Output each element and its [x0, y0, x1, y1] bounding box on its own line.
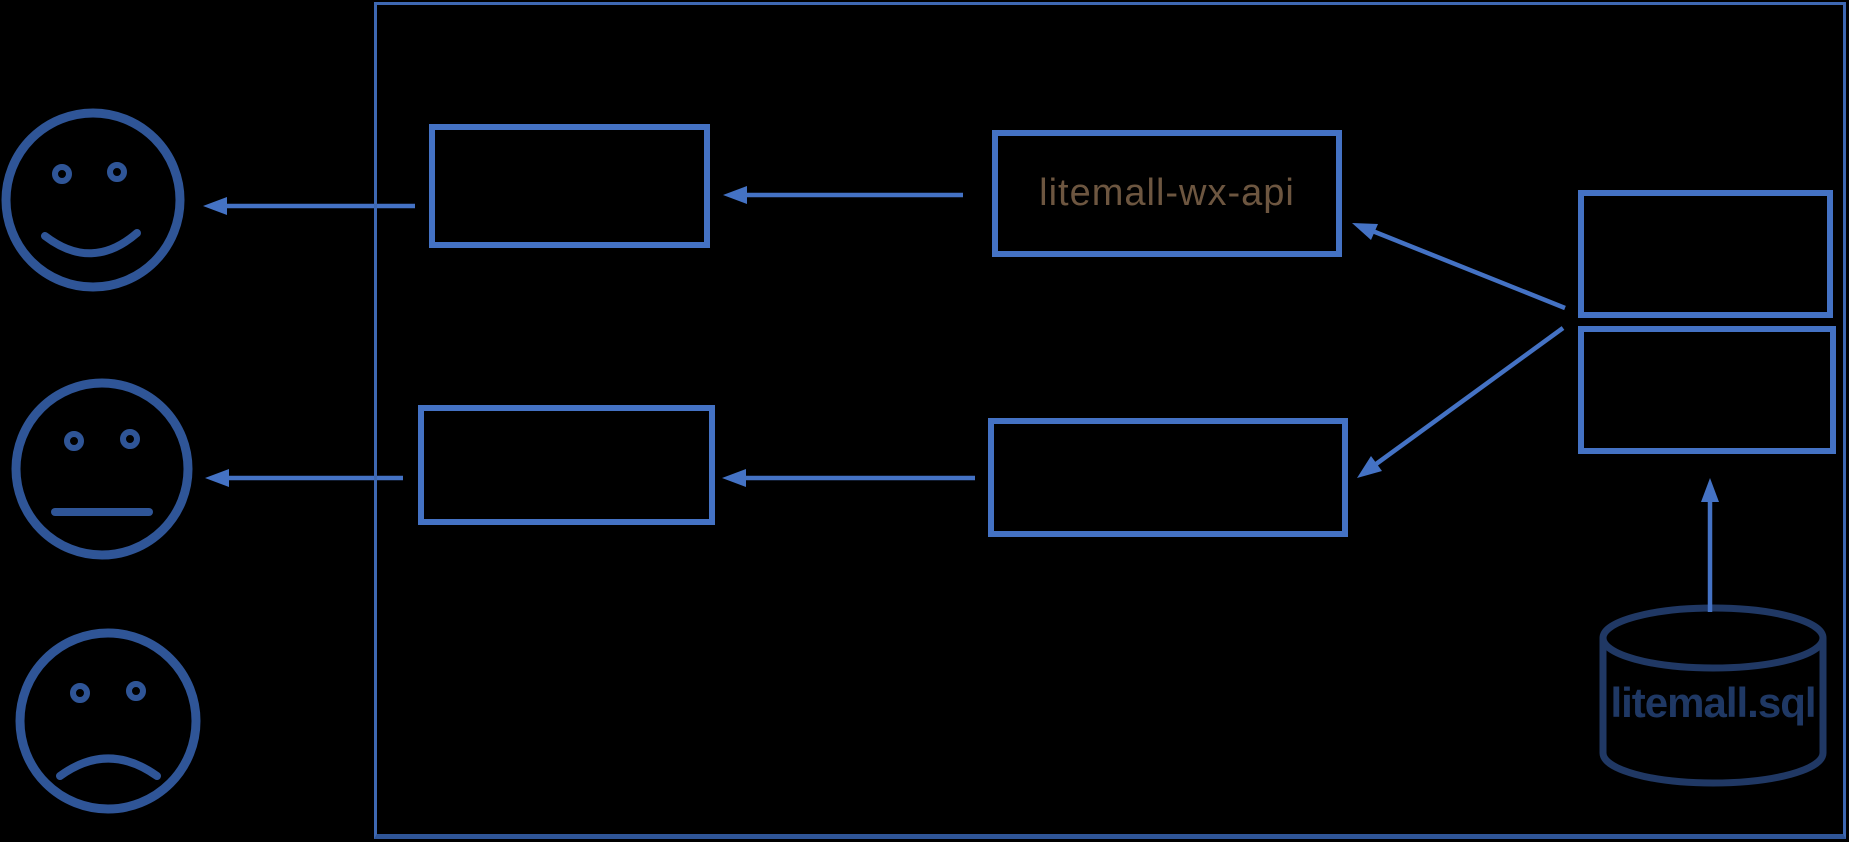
happy-face-right-eye [107, 162, 127, 182]
sad-face-left-eye [70, 683, 90, 703]
system-boundary [374, 2, 1846, 839]
node-wx-api: litemall-wx-api [992, 130, 1342, 257]
arrow-wxapi-to-box1 [723, 186, 963, 204]
wx-api-label: litemall-wx-api [1039, 172, 1295, 214]
node-row2-left [418, 405, 715, 525]
arrow-head [722, 469, 746, 487]
arrow-head [1701, 478, 1719, 502]
node-row2-middle [988, 418, 1348, 537]
arrow-head [723, 186, 747, 204]
neutral-face-outline [11, 378, 193, 560]
sad-face-outline [15, 628, 201, 814]
arrow-head [203, 197, 227, 215]
happy-face-smile [41, 229, 141, 258]
node-right-stack-top [1578, 190, 1833, 318]
neutral-face-left-eye [64, 431, 84, 451]
arrow-row2middle-to-row2left [722, 469, 975, 487]
neutral-face-icon [11, 378, 193, 560]
database-label: litemall.sql [1610, 679, 1816, 726]
sad-face-icon [15, 628, 201, 814]
arrow-database-to-stack [1701, 478, 1719, 612]
sad-face-frown [56, 754, 161, 780]
happy-face-icon [1, 108, 185, 292]
arrow-row2left-to-neutral-face [205, 469, 403, 487]
arrow-stack-to-wxapi [1352, 223, 1566, 311]
node-row1-left [429, 124, 710, 248]
neutral-face-right-eye [120, 429, 140, 449]
happy-face-outline [1, 108, 185, 292]
arrow-shaft [1369, 227, 1566, 311]
arrow-head [205, 469, 229, 487]
database-cylinder-body [1599, 638, 1827, 787]
arrow-stack-to-row2middle [1357, 326, 1565, 478]
arrow-shaft [1370, 326, 1565, 469]
node-right-stack-bottom [1578, 326, 1836, 454]
sad-face-right-eye [126, 681, 146, 701]
arrow-head [1352, 223, 1378, 240]
database-cylinder-icon [1599, 604, 1827, 787]
arrow-box1-to-happy-face [203, 197, 415, 215]
arrow-head [1357, 456, 1382, 478]
happy-face-left-eye [52, 164, 72, 184]
